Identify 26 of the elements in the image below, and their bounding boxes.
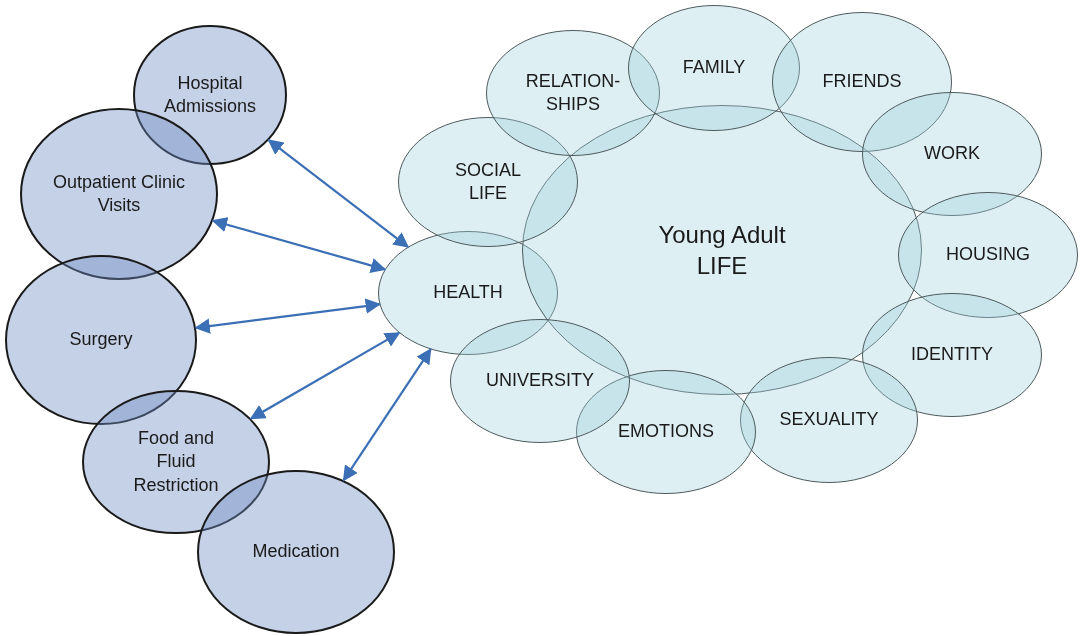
- node-label: Outpatient Clinic Visits: [51, 170, 187, 217]
- node-label: HOUSING: [945, 243, 1031, 267]
- double-arrow: [267, 139, 410, 248]
- life-area-ellipse: [398, 117, 578, 247]
- node-label: Hospital Admissions: [163, 71, 257, 118]
- care-ellipse: [82, 390, 270, 534]
- node-label: RELATION- SHIPS: [524, 69, 622, 116]
- double-arrow: [249, 331, 401, 420]
- node-label: FAMILY: [681, 56, 747, 80]
- node-label: WORK: [923, 142, 981, 166]
- double-arrow: [194, 298, 382, 334]
- node-label: Medication: [251, 540, 341, 564]
- double-arrow: [342, 348, 432, 482]
- node-label: UNIVERSITY: [485, 369, 595, 393]
- care-ellipse: [133, 25, 287, 165]
- node-label: Surgery: [68, 328, 134, 352]
- node-label: SOCIAL LIFE: [454, 158, 522, 205]
- node-label: Food and Fluid Restriction: [132, 426, 220, 497]
- node-label: SEXUALITY: [778, 408, 880, 432]
- node-label: EMOTIONS: [617, 420, 715, 444]
- care-ellipse: [5, 255, 197, 425]
- double-arrow: [211, 217, 387, 274]
- node-label: FRIENDS: [821, 70, 903, 94]
- node-label: HEALTH: [432, 281, 504, 305]
- node-label: IDENTITY: [910, 343, 994, 367]
- node-label: Young Adult LIFE: [657, 219, 787, 281]
